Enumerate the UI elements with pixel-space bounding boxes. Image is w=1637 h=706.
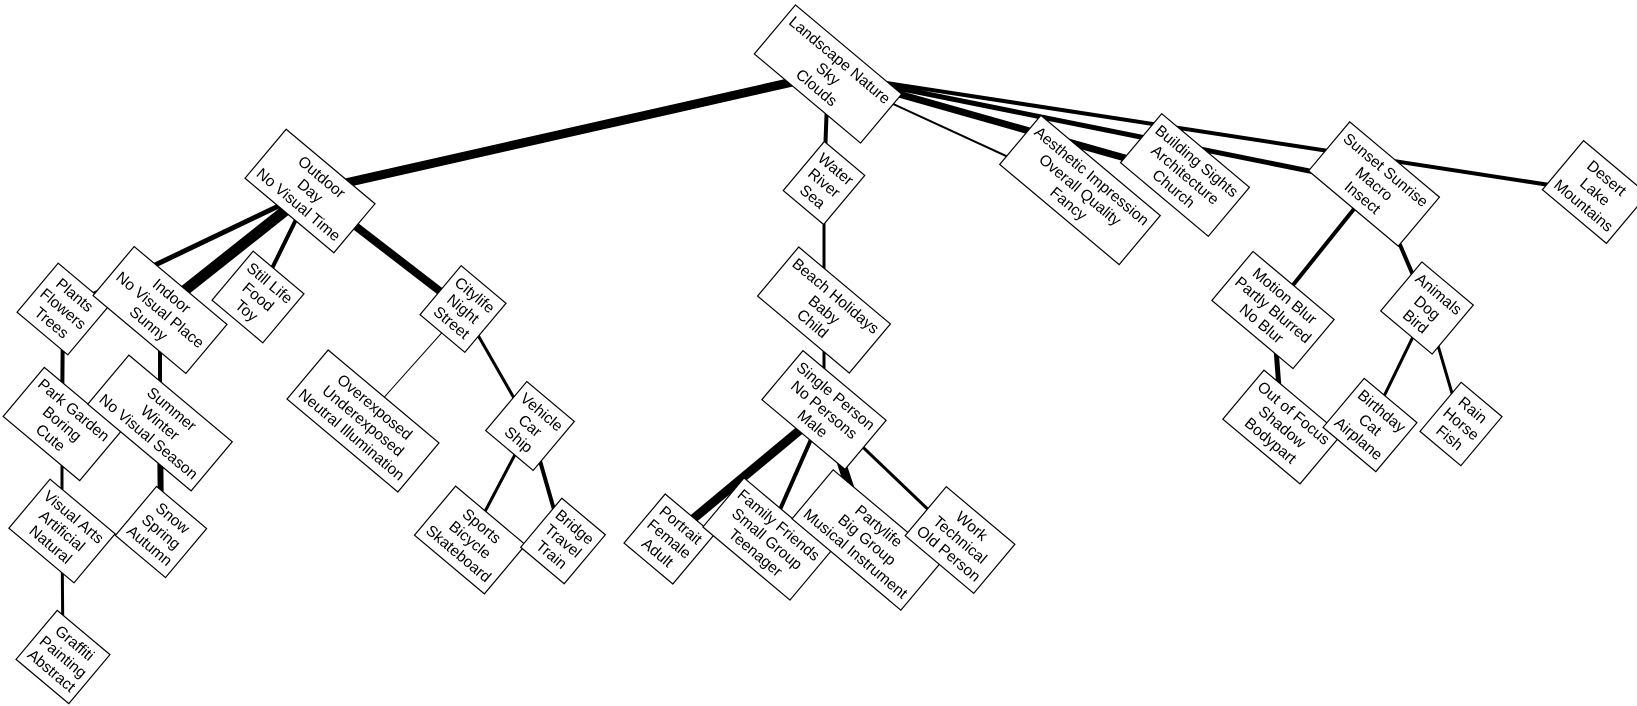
node-box	[1379, 261, 1475, 355]
edge-root-sunset	[827, 71, 1375, 187]
node-box	[623, 493, 715, 585]
edge-root-outdoor	[309, 69, 829, 196]
edge-root-desert	[827, 72, 1596, 194]
node-box	[1322, 377, 1418, 473]
node-box	[8, 478, 116, 584]
node-box	[419, 264, 507, 354]
node-box	[86, 354, 234, 492]
node-box	[791, 468, 943, 612]
node-box	[756, 246, 892, 374]
node-box	[15, 609, 111, 705]
node-box	[761, 349, 887, 471]
node-box	[211, 250, 305, 344]
node-box	[413, 485, 527, 595]
node-box	[286, 349, 440, 493]
node-box	[1211, 250, 1335, 370]
edge-single-portrait	[666, 406, 827, 543]
node-box	[484, 380, 576, 472]
node-box	[1541, 139, 1637, 245]
node-box	[1119, 112, 1251, 238]
node-box	[1419, 381, 1503, 467]
node-box	[244, 128, 376, 254]
node-box	[1222, 369, 1342, 485]
node-box	[702, 477, 832, 601]
node-box	[998, 114, 1162, 266]
node-box	[2, 366, 122, 482]
node-box	[1307, 120, 1441, 248]
node-box	[114, 485, 208, 579]
node-box	[92, 245, 228, 375]
node-box	[753, 4, 903, 144]
node-box	[519, 497, 607, 585]
node-box	[782, 140, 866, 226]
node-box	[16, 262, 110, 356]
node-box	[904, 485, 1016, 595]
